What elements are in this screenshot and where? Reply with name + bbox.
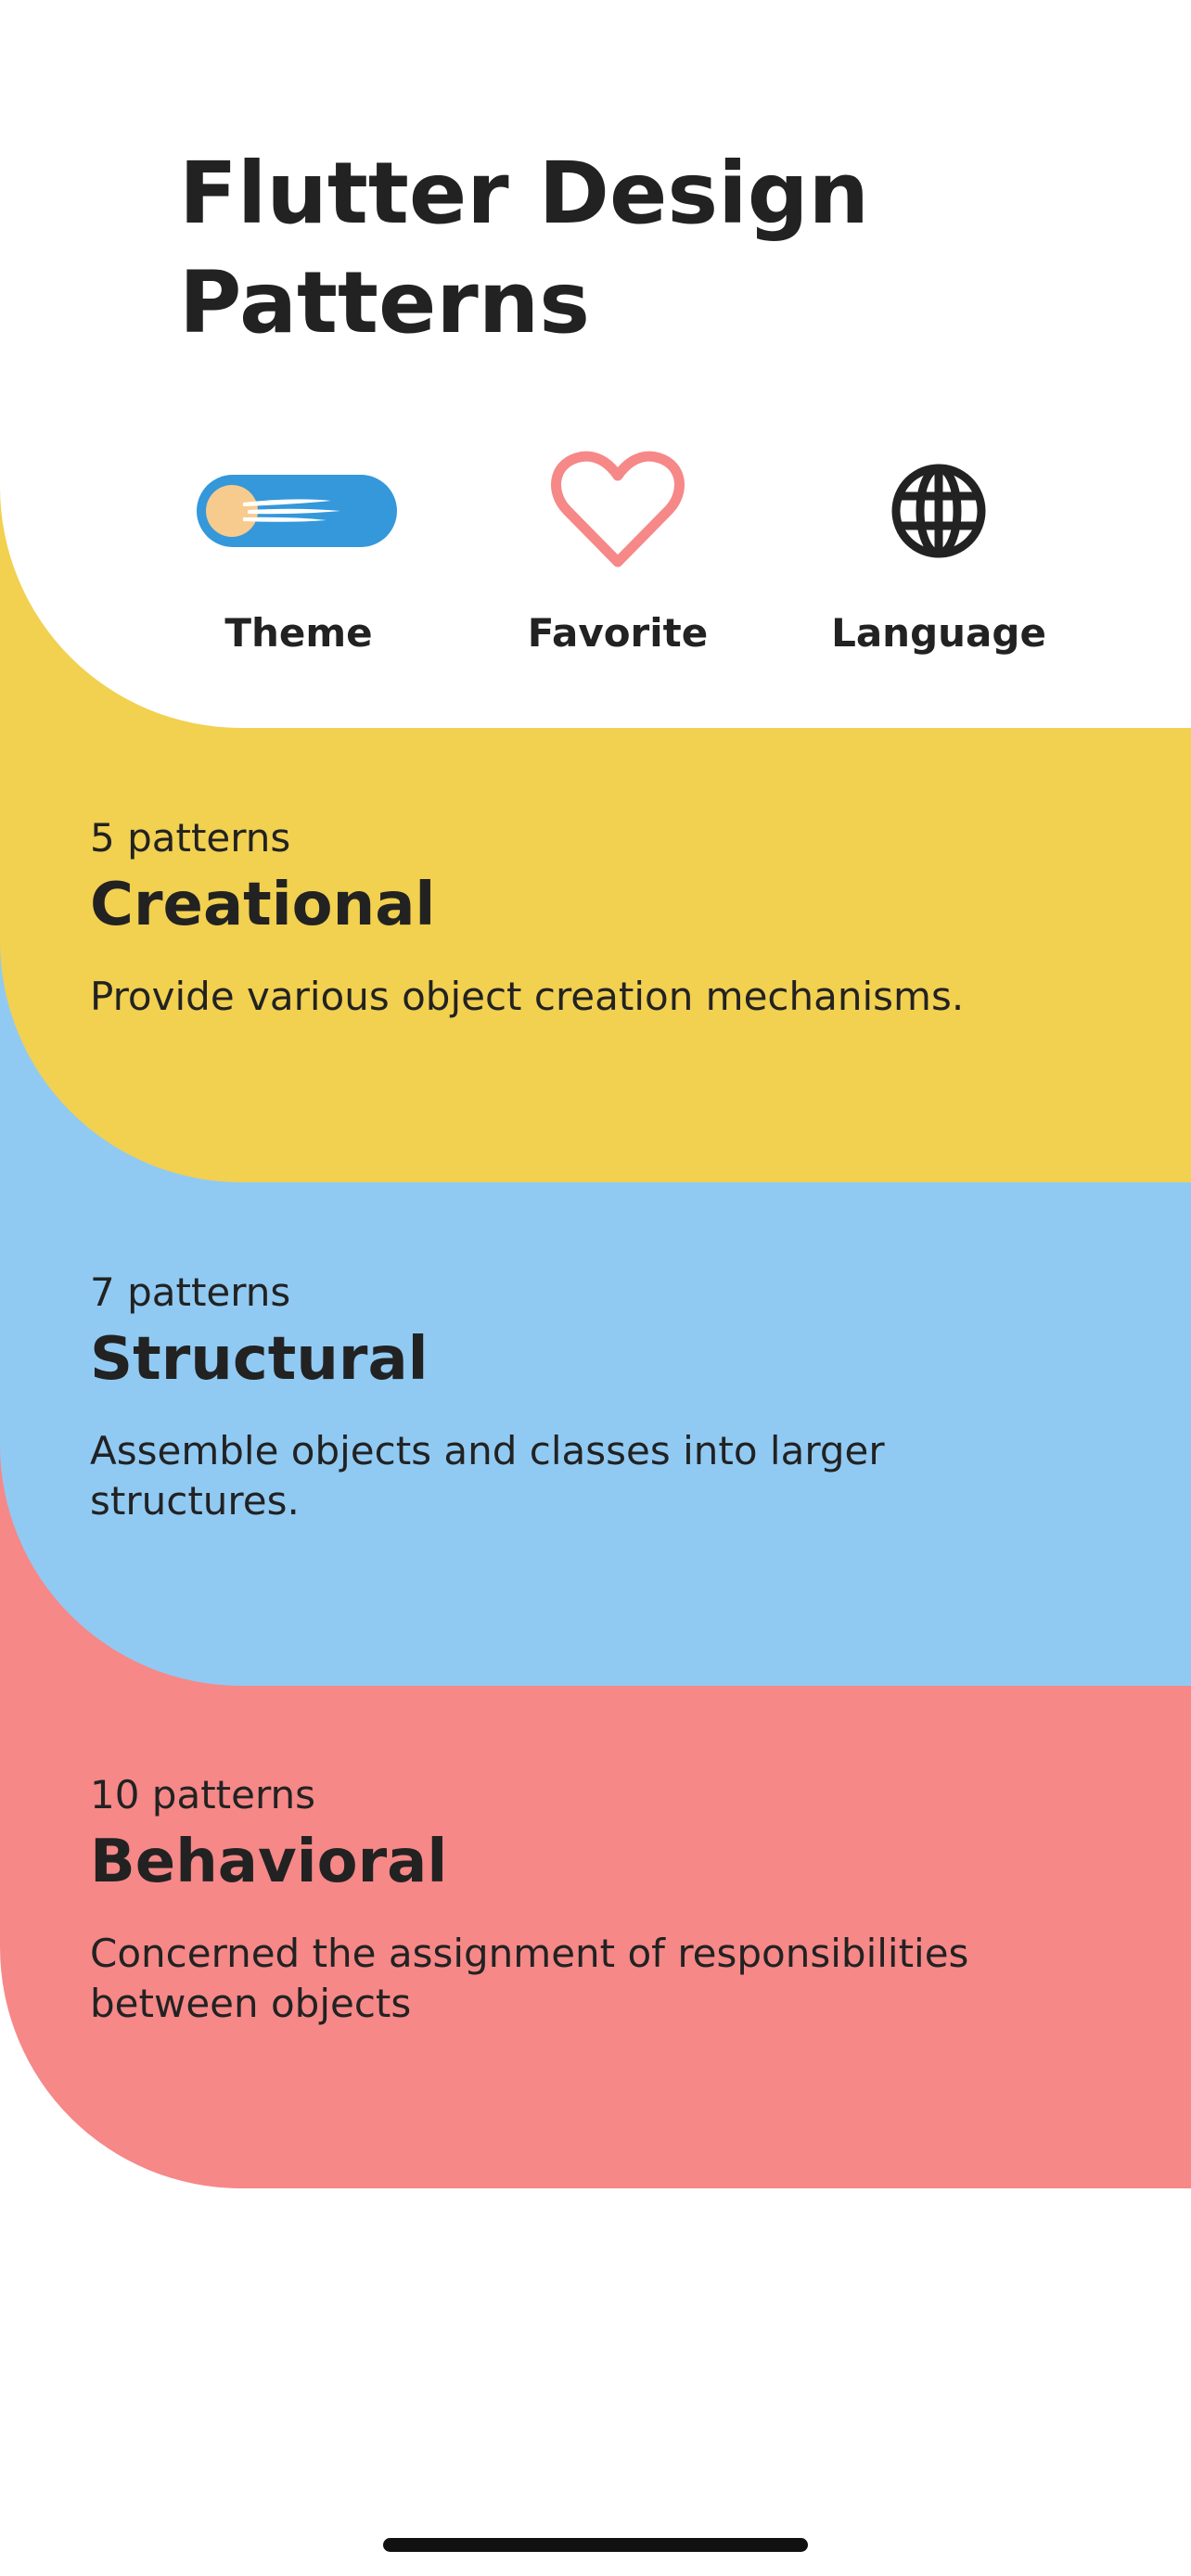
theme-toggle-icon[interactable] xyxy=(192,445,405,575)
language-label: Language xyxy=(831,610,1046,656)
category-description: Concerned the assignment of responsibili… xyxy=(90,1931,969,2026)
header-background xyxy=(0,0,1191,728)
category-name: Creational xyxy=(90,871,436,939)
home-indicator[interactable] xyxy=(383,2538,808,2552)
category-description: Assemble objects and classes into larger… xyxy=(90,1428,885,1524)
page-title: Flutter Design Patterns xyxy=(179,144,870,352)
category-name: Structural xyxy=(90,1325,429,1394)
globe-icon[interactable] xyxy=(832,445,1045,575)
pattern-count: 5 patterns xyxy=(90,815,291,861)
favorite-setting-button[interactable]: Favorite xyxy=(465,445,771,677)
heart-icon[interactable] xyxy=(511,445,724,575)
category-name: Behavioral xyxy=(90,1828,448,1896)
language-setting-button[interactable]: Language xyxy=(786,445,1092,677)
theme-label: Theme xyxy=(224,610,373,656)
card-content: 7 patterns Structural Assemble objects a… xyxy=(90,1269,1018,1526)
favorite-label: Favorite xyxy=(527,610,709,656)
pattern-count: 10 patterns xyxy=(90,1772,315,1817)
theme-setting-button[interactable]: Theme xyxy=(146,445,452,677)
card-content: 5 patterns Creational Provide various ob… xyxy=(90,814,1018,1022)
header: Flutter Design Patterns Theme Favorite xyxy=(0,0,1191,728)
pattern-count: 7 patterns xyxy=(90,1269,291,1315)
category-description: Provide various object creation mechanis… xyxy=(90,974,965,1019)
card-content: 10 patterns Behavioral Concerned the ass… xyxy=(90,1771,1018,2029)
